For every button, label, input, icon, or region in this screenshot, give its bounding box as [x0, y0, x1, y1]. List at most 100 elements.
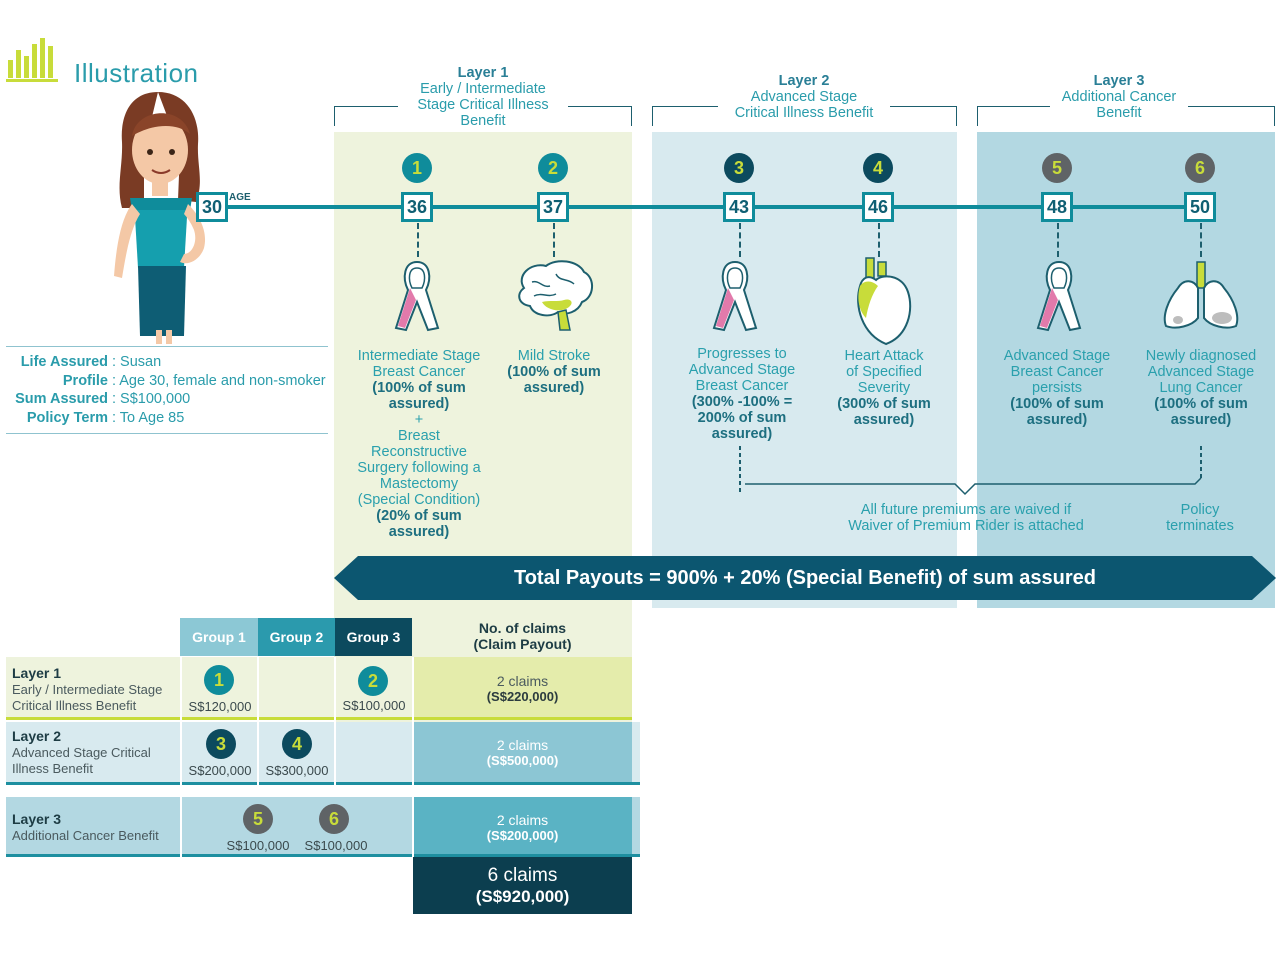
row1-label: Layer 1 Early / Intermediate Stage Criti… — [12, 665, 182, 714]
row1-divider — [6, 717, 632, 720]
event-4-line1: Heart Attack — [844, 348, 924, 364]
waiver-note: All future premiums are waived if Waiver… — [830, 502, 1102, 534]
col-sep-2 — [257, 657, 259, 785]
layer2-heading: Layer 2 Advanced Stage Critical Illness … — [718, 73, 890, 121]
layer2-claims-payout: (S$500,000) — [486, 753, 559, 768]
event-4-description: Heart Attack of Specified Severity (300%… — [822, 348, 946, 428]
row2-divider — [6, 782, 640, 785]
event-1-line4: assured) — [388, 396, 450, 412]
group2-header: Group 2 — [258, 618, 335, 656]
grand-total: 6 claims (S$920,000) — [413, 866, 632, 908]
grand-total-cell — [413, 857, 632, 914]
claims-header-line2: (Claim Payout) — [473, 636, 572, 652]
age-box-50: 50 — [1184, 192, 1216, 222]
profile-key: Profile — [62, 372, 108, 389]
event-5-line4: (100% of sum — [1010, 396, 1104, 412]
life-assured-value: : Susan — [112, 354, 162, 370]
dash-6 — [1200, 223, 1202, 257]
layer3-claims-payout: (S$200,000) — [486, 828, 559, 843]
event-2-line2: (100% of sum — [507, 364, 601, 380]
event-marker-5: 5 — [1042, 153, 1072, 183]
layer2-claims-count: 2 claims — [496, 737, 549, 753]
event-6-description: Newly diagnosed Advanced Stage Lung Canc… — [1136, 348, 1266, 428]
event-5-line3: persists — [1032, 380, 1082, 396]
event-6-line2: Advanced Stage — [1147, 364, 1255, 380]
layer3-name-line1: Additional Cancer — [1061, 89, 1177, 105]
event-2-line3: assured) — [523, 380, 585, 396]
row3-title: Layer 3 — [12, 811, 62, 827]
life-assured-key: Life Assured — [20, 354, 108, 370]
event-1-line12: assured) — [388, 524, 450, 540]
event-4-line5: assured) — [853, 412, 915, 428]
layer3-heading: Layer 3 Additional Cancer Benefit — [1050, 73, 1188, 121]
layer1-name-line3: Benefit — [460, 113, 506, 129]
age-label: AGE — [229, 192, 251, 203]
age-box-46: 46 — [862, 192, 894, 222]
event-2-description: Mild Stroke (100% of sum assured) — [494, 348, 614, 396]
event-3-line5: 200% of sum — [697, 410, 787, 426]
cell-amount-5: S$100,000 — [226, 838, 290, 853]
claims-header: No. of claims (Claim Payout) — [413, 620, 632, 652]
pink-ribbon-icon — [1036, 260, 1082, 332]
total-payouts-label: Total Payouts = 900% + 20% (Special Bene… — [513, 567, 1097, 589]
terminate-line2: terminates — [1166, 518, 1234, 534]
policy-term-value: : To Age 85 — [112, 409, 185, 426]
cell-num-1: 1 — [204, 665, 234, 695]
event-6-line4: (100% of sum — [1154, 396, 1248, 412]
layer2-label: Layer 2 — [778, 73, 830, 89]
col-sep-3 — [334, 657, 336, 785]
event-4-line4: (300% of sum — [837, 396, 931, 412]
layer3-label: Layer 3 — [1093, 73, 1145, 89]
cell-amount-6: S$100,000 — [304, 838, 368, 853]
layer3-claims-count: 2 claims — [496, 812, 549, 828]
event-1-line7: Reconstructive — [371, 444, 467, 460]
event-marker-6: 6 — [1185, 153, 1215, 183]
cell-amount-3: S$200,000 — [188, 763, 252, 778]
policy-term-key: Policy Term — [26, 409, 108, 426]
row1-sub2: Critical Illness Benefit — [12, 698, 137, 713]
terminate-note: Policy terminates — [1150, 502, 1250, 534]
pink-ribbon-icon — [394, 260, 440, 332]
event-1-line9: Mastectomy — [379, 476, 459, 492]
layer2-name-line2: Critical Illness Benefit — [734, 105, 874, 121]
event-1-line3: (100% of sum — [372, 380, 466, 396]
event-5-line5: assured) — [1026, 412, 1088, 428]
age-box-37: 37 — [537, 192, 569, 222]
layer3-name-line2: Benefit — [1096, 105, 1142, 121]
layer1-heading: Layer 1 Early / Intermediate Stage Criti… — [398, 65, 568, 129]
event-2-line1: Mild Stroke — [517, 348, 591, 364]
heart-icon — [857, 257, 912, 346]
row3-label: Layer 3 Additional Cancer Benefit — [12, 811, 182, 844]
dash-3 — [739, 223, 741, 257]
bar-chart-logo-icon — [6, 38, 58, 82]
event-1-line11: (20% of sum — [376, 508, 462, 524]
sum-assured-value: : S$100,000 — [112, 391, 191, 407]
pink-ribbon-icon — [712, 260, 758, 332]
event-1-line2: Breast Cancer — [372, 364, 466, 380]
event-marker-2: 2 — [538, 153, 568, 183]
row1-title: Layer 1 — [12, 665, 62, 681]
cell-num-6: 6 — [319, 804, 349, 834]
event-3-line2: Advanced Stage — [688, 362, 796, 378]
layer1-claims-count: 2 claims — [496, 673, 549, 689]
event-3-line6: assured) — [711, 426, 773, 442]
layer2-claims-cell — [413, 722, 632, 784]
cell-amount-1: S$120,000 — [188, 699, 252, 714]
profile-value: : Age 30, female and non-smoker — [112, 372, 326, 389]
waiver-brace — [739, 446, 1202, 496]
layer3-panel — [977, 132, 1275, 608]
layer1-claims-payout: (S$220,000) — [486, 689, 559, 704]
sum-assured-key: Sum Assured — [15, 391, 108, 407]
cell-amount-4: S$300,000 — [265, 763, 329, 778]
event-4-line3: Severity — [857, 380, 911, 396]
event-3-line1: Progresses to — [697, 346, 787, 362]
event-marker-3: 3 — [724, 153, 754, 183]
event-4-line2: of Specified — [846, 364, 922, 380]
policy-profile: Life Assured: Susan Profile: Age 30, fem… — [6, 346, 328, 434]
event-marker-4: 4 — [863, 153, 893, 183]
event-5-line2: Breast Cancer — [1010, 364, 1104, 380]
page-title: Illustration — [74, 58, 199, 88]
row3-sub1: Additional Cancer Benefit — [12, 828, 159, 843]
event-3-line3: Breast Cancer — [695, 378, 789, 394]
group3-header: Group 3 — [335, 618, 412, 656]
